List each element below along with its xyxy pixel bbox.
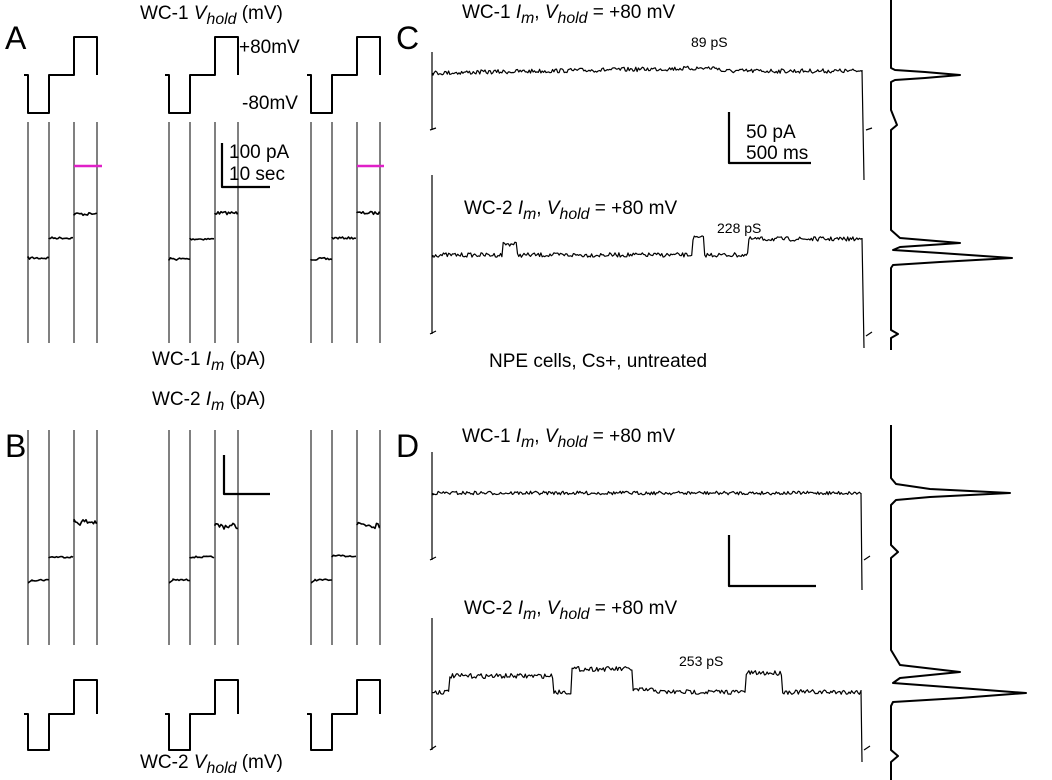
c-trace1-onset — [429, 52, 437, 131]
wc2-im-label: WC-2 Im (pA) — [152, 389, 266, 414]
panel-letter-a: A — [5, 20, 27, 56]
b-voltage-protocol-3 — [307, 679, 381, 751]
b-current-trace-3 — [310, 521, 381, 584]
c-trace2-offset — [861, 237, 873, 349]
b-current-trace-1-transients — [27, 430, 98, 645]
cond-c2-label: 228 pS — [717, 220, 762, 236]
a-current-trace-1 — [27, 211, 97, 260]
d-trace2-offset — [860, 689, 871, 763]
c-trace2-onset — [429, 175, 437, 335]
wc1-im-label: WC-1 Im (pA) — [152, 349, 266, 374]
a-current-trace-2-transients — [168, 122, 239, 343]
a-current-trace-3 — [310, 210, 381, 261]
d-scale-bar — [727, 535, 816, 588]
b-current-trace-2-transients — [168, 430, 239, 645]
a-current-trace-2 — [168, 210, 239, 261]
cond-c1-label: 89 pS — [691, 34, 728, 50]
c-trace2-label: WC-2 Im, Vhold = +80 mV — [464, 198, 678, 223]
d-trace1-label: WC-1 Im, Vhold = +80 mV — [462, 426, 676, 451]
voltage-low-label: -80mV — [242, 93, 298, 114]
condition-label: NPE cells, Cs+, untreated — [489, 351, 708, 372]
d-histogram — [890, 425, 1027, 780]
wc2-vhold-label: WC-2 Vhold (mV) — [140, 752, 283, 777]
a-scale-bar — [220, 143, 270, 189]
cond-d-label: 253 pS — [679, 653, 724, 669]
d-trace2 — [432, 666, 862, 695]
c-trace1 — [432, 65, 863, 76]
c-trace2 — [432, 235, 863, 258]
b-current-trace-3-transients — [310, 430, 381, 645]
d-trace1-offset — [860, 492, 871, 591]
d-trace1-onset — [429, 452, 437, 561]
c-trace1-label: WC-1 Im, Vhold = +80 mV — [462, 2, 676, 27]
panel-letter-d: D — [396, 428, 420, 464]
scale-a-time-label: 10 sec — [229, 164, 285, 185]
b-current-trace-2 — [168, 522, 238, 584]
voltage-high-label: +80mV — [239, 37, 300, 58]
a-voltage-protocol-1 — [24, 36, 98, 114]
a-voltage-protocol-3 — [307, 36, 381, 114]
panel-letter-c: C — [396, 20, 420, 56]
b-voltage-protocol-1 — [24, 679, 98, 751]
b-scale-bar — [222, 455, 270, 496]
a-current-trace-1-transients — [27, 122, 98, 343]
b-current-trace-1 — [27, 518, 98, 584]
a-current-trace-3-transients — [310, 122, 381, 343]
a-voltage-protocol-2 — [165, 36, 239, 114]
d-trace1 — [432, 490, 862, 496]
d-trace2-label: WC-2 Im, Vhold = +80 mV — [464, 598, 678, 623]
wc1-vhold-label: WC-1 Vhold (mV) — [140, 3, 283, 28]
scale-c-time-label: 500 ms — [746, 143, 809, 164]
c-histogram — [890, 0, 1013, 350]
c-trace1-offset — [861, 69, 873, 181]
b-voltage-protocol-2 — [165, 679, 239, 751]
scale-a-current-label: 100 pA — [229, 142, 290, 163]
panel-letter-b: B — [5, 428, 27, 464]
d-trace2-onset — [429, 618, 437, 751]
scale-c-current-label: 50 pA — [746, 122, 796, 143]
c-scale-bar — [727, 112, 811, 165]
